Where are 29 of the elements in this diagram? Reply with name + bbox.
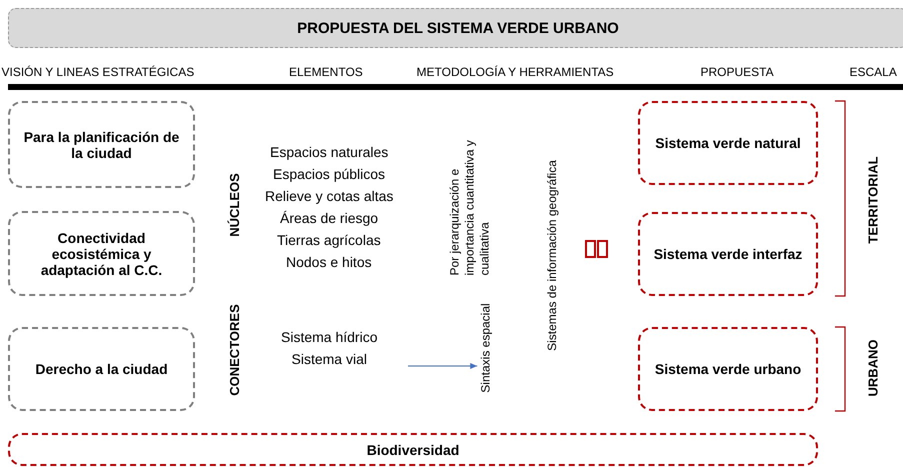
column-header: METODOLOGÍA Y HERRAMIENTAS <box>416 64 614 80</box>
arrow <box>408 363 478 369</box>
column-header: PROPUESTA <box>700 64 774 80</box>
title-band: PROPUESTA DEL SISTEMA VERDE URBANO <box>8 8 903 48</box>
tool-text: Sistemas de información geográfica <box>544 160 560 350</box>
proposal-box: Sistema verde natural <box>638 101 818 185</box>
strategy-box: Conectividad ecosistémica y adaptación al C.C. <box>8 211 195 296</box>
element-item: Espacios naturales <box>270 144 388 160</box>
element-item: Áreas de riesgo <box>280 210 378 226</box>
element-group-label: NÚCLEOS <box>226 173 243 237</box>
scale-label: URBANO <box>865 339 882 397</box>
element-item: Relieve y cotas altas <box>265 188 394 204</box>
element-item: Tierras agrícolas <box>277 232 381 248</box>
element-item: Sistema vial <box>292 350 367 368</box>
column-header: ELEMENTOS <box>289 64 363 80</box>
column-header: VISIÓN Y LINEAS ESTRATÉGICAS <box>2 64 194 80</box>
biodiversity-band: Biodiversidad <box>8 433 818 466</box>
proposal-box: Sistema verde interfaz <box>638 212 818 296</box>
scale-label: TERRITORIAL <box>865 156 882 244</box>
element-group-label: CONECTORES <box>226 304 243 396</box>
element-item: Sistema hídrico <box>281 328 378 346</box>
proposal-box: Sistema verde urbano <box>638 327 818 411</box>
spatial-syntax-text: Sintaxis espacial <box>477 303 494 393</box>
column-header: ESCALA <box>850 64 897 80</box>
strategy-box: Derecho a la ciudad <box>8 327 195 411</box>
method-text: Por jerarquización e importancia cuantitativa y cualitativa <box>448 138 492 275</box>
strategy-box: Para la planificación de la ciudad <box>8 101 195 188</box>
element-item: Nodos e hitos <box>286 254 372 270</box>
element-item: Espacios públicos <box>273 166 386 182</box>
